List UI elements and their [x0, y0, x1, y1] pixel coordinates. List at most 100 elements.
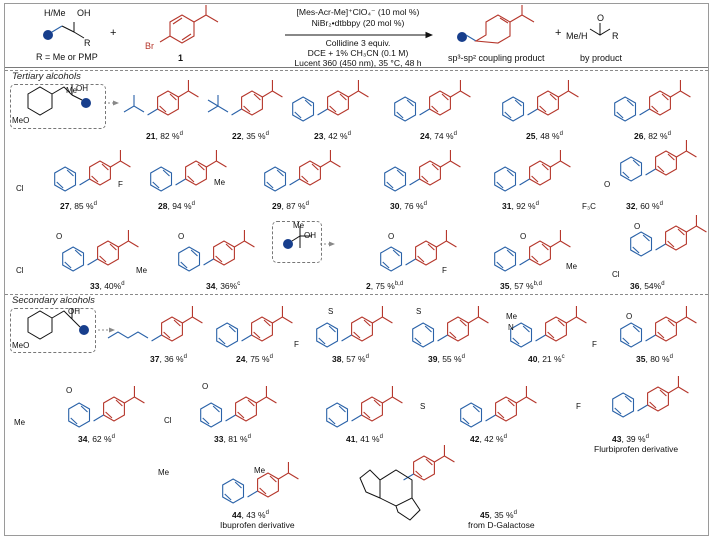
- p23-aryl-ring: [327, 90, 349, 116]
- p34-linker: [203, 258, 214, 266]
- p34b-linker: [93, 414, 104, 422]
- p28-acetyl: [206, 150, 227, 168]
- condition-solvent: DCE + 1% CH₃CN (0.1 M): [307, 48, 409, 58]
- reagent-hme-label: H/Me: [44, 8, 66, 18]
- p44-blue-ring: [222, 478, 245, 504]
- label-36: 36, 54%d: [630, 281, 665, 291]
- p29-aryl-ring: [299, 160, 321, 186]
- p22-tbutyl: [207, 95, 229, 113]
- p32-blue-ring: [620, 156, 643, 182]
- p26-aryl-ring: [649, 90, 671, 116]
- label-34b: 34, 62 %d: [78, 434, 115, 444]
- p45-linker: [403, 473, 414, 481]
- p34-acetyl: [234, 230, 255, 248]
- sub-me-44b: Me: [158, 468, 170, 477]
- sub-s-42: S: [420, 402, 426, 411]
- box-me-label: Me: [293, 221, 305, 230]
- sub-me-29: Me: [214, 178, 226, 187]
- label-28: 28, 94 %d: [158, 201, 195, 211]
- p24-acetyl: [450, 80, 471, 98]
- condition-nickel: NiBr₂•dtbbpy (20 mol %): [311, 18, 405, 28]
- p32-linker: [645, 168, 656, 176]
- p30-blue-ring: [384, 166, 407, 192]
- sub-cl-33b: Cl: [164, 416, 172, 425]
- p43-acetyl: [668, 376, 689, 394]
- p25-blue-ring: [502, 96, 525, 122]
- secondary-model-box: [10, 308, 96, 353]
- p21-isopropyl: [123, 95, 145, 113]
- label-44: 44, 43 %d: [232, 510, 269, 520]
- label-39: 39, 55 %d: [428, 354, 465, 364]
- p44-aryl-ring: [257, 472, 279, 498]
- p44-linker: [247, 490, 258, 498]
- label-35: 35, 57 %b,d: [500, 281, 542, 291]
- p25-acetyl: [558, 80, 579, 98]
- byproduct-structure: [589, 23, 611, 36]
- sub-o-33b: O: [202, 382, 209, 391]
- p34b-blue-ring: [68, 402, 91, 428]
- model2-meo-label: MeO: [12, 341, 30, 350]
- sub-me-36: Me: [566, 262, 578, 271]
- label-30: 30, 76 %d: [390, 201, 427, 211]
- byproduct-meh-label: Me/H: [566, 31, 588, 41]
- p2-blue-ring: [380, 246, 403, 272]
- p35-linker: [519, 258, 530, 266]
- label-33b: 33, 81 %d: [214, 434, 251, 444]
- p29-acetyl: [320, 150, 341, 168]
- label-45: 45, 35 %d: [480, 510, 517, 520]
- p22-aryl-ring: [241, 90, 263, 116]
- p42-aryl-ring: [495, 396, 517, 422]
- label-40: 40, 21 %c: [528, 354, 565, 364]
- p30-acetyl: [440, 150, 461, 168]
- p43-aryl-ring: [647, 386, 669, 412]
- p28-aryl-ring: [185, 160, 207, 186]
- p2-linker: [405, 258, 416, 266]
- caption-galactose: from D-Galactose: [468, 520, 535, 530]
- sub-me-44: Me: [254, 466, 266, 475]
- sub-me-34b: Me: [14, 418, 26, 427]
- p28-blue-ring: [150, 166, 173, 192]
- condition-light: Lucent 360 (450 nm), 35 °C, 48 h: [294, 58, 422, 68]
- plus-sign-2: +: [555, 27, 562, 39]
- p33b-linker: [225, 414, 236, 422]
- p39-acetyl: [468, 306, 489, 324]
- label-27: 27, 85 %d: [60, 201, 97, 211]
- model-meo-label: MeO: [12, 116, 30, 125]
- section-divider: [5, 294, 708, 295]
- sub-o-34: O: [178, 232, 185, 241]
- p27-acetyl: [110, 150, 131, 168]
- sub-f-35: F: [442, 266, 447, 275]
- p32-aryl-ring: [655, 150, 677, 176]
- sub-me-34: Me: [136, 266, 148, 275]
- sub-f3c-32: F₃C: [582, 202, 596, 211]
- p24b-linker: [241, 334, 252, 342]
- p29-blue-ring: [264, 166, 287, 192]
- sub-f-28: F: [118, 180, 123, 189]
- p42-linker: [485, 414, 496, 422]
- label-26: 26, 82 %d: [634, 131, 671, 141]
- sub-f-35b: F: [592, 340, 597, 349]
- product-structure: [457, 5, 535, 44]
- p21-acetyl: [178, 80, 199, 98]
- p34b-acetyl: [124, 386, 145, 404]
- sub-me-40: Me: [506, 312, 518, 321]
- secondary-model-substrate: [27, 308, 89, 340]
- p33b-aryl-ring: [235, 396, 257, 422]
- aryl-bromide-structure: [159, 5, 219, 44]
- p39-blue-ring: [412, 322, 435, 348]
- model-me-label: Me: [66, 86, 78, 95]
- sub-cl-36: Cl: [612, 270, 620, 279]
- p37-linker: [151, 334, 162, 342]
- p35b-aryl-ring: [655, 316, 677, 342]
- p37-aryl-ring: [161, 316, 183, 342]
- sub-o-36: O: [634, 222, 641, 231]
- p33b-acetyl: [256, 386, 277, 404]
- label-37: 37, 36 %d: [150, 354, 187, 364]
- p40-linker: [535, 334, 546, 342]
- p24b-blue-ring: [216, 322, 239, 348]
- byproduct-r-label: R: [612, 31, 619, 41]
- p39-linker: [437, 334, 448, 342]
- p37-butyl: [107, 331, 149, 339]
- p34b-aryl-ring: [103, 396, 125, 422]
- model-alcohol-box: [272, 221, 322, 263]
